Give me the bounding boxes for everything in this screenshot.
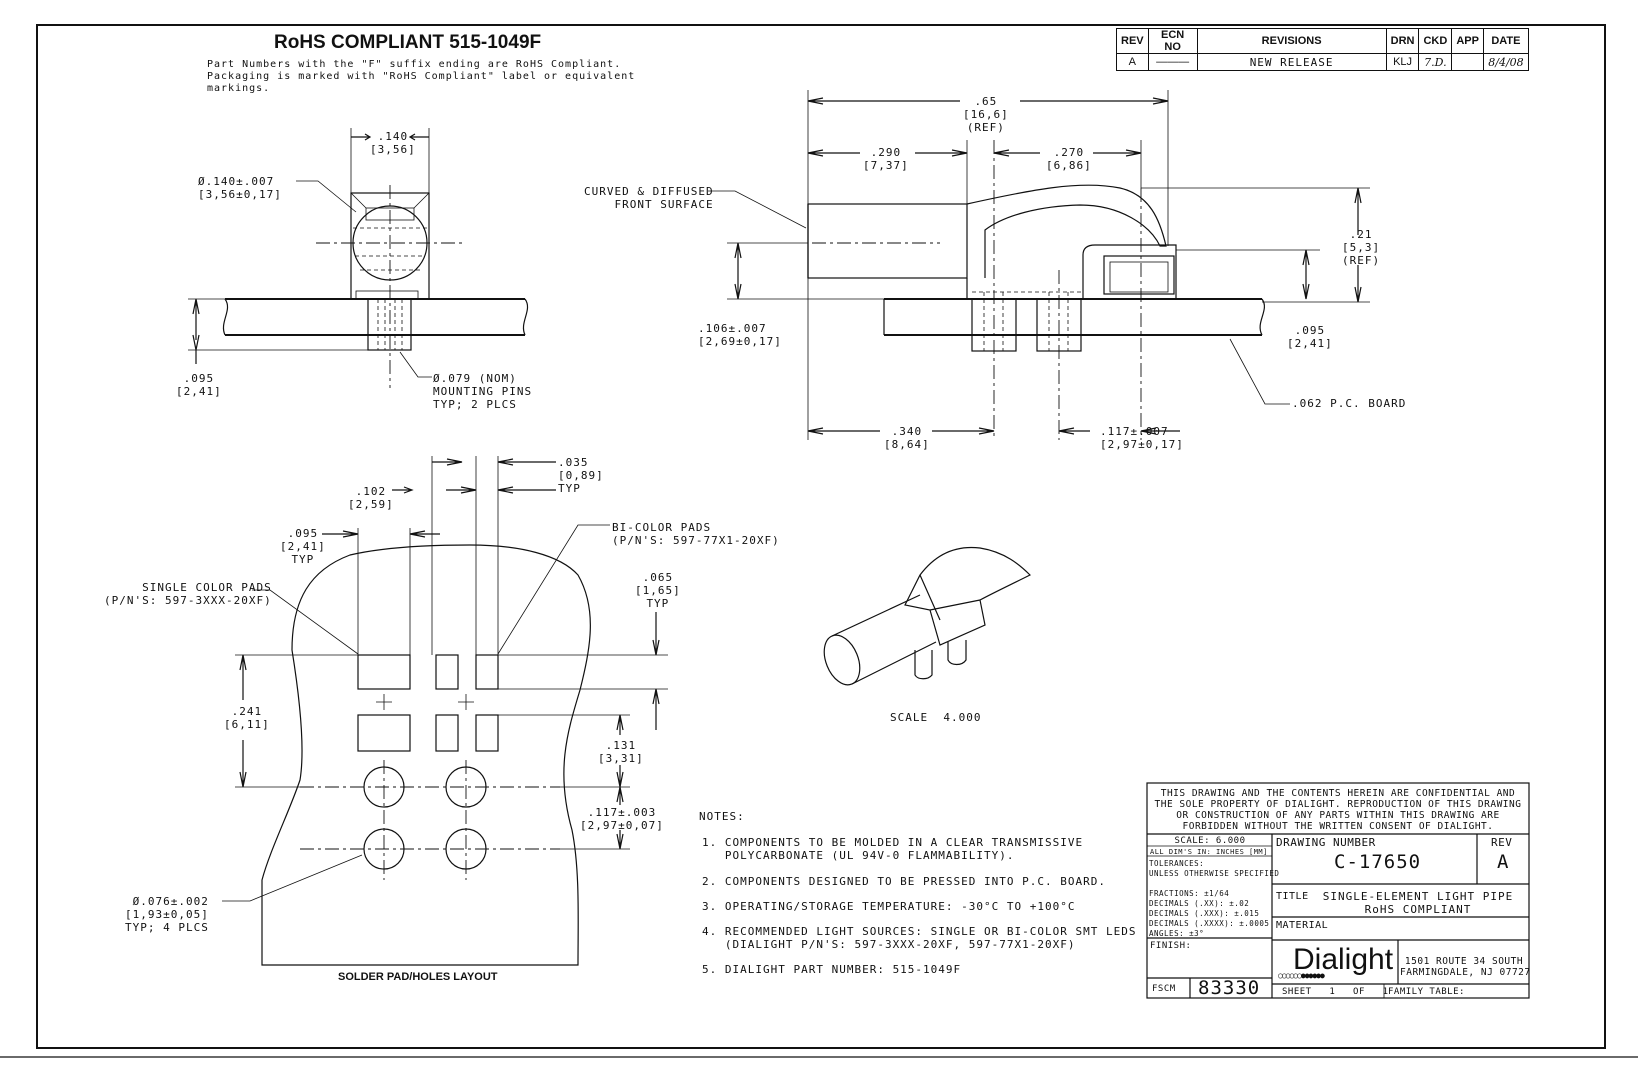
- app-cell: [1451, 53, 1484, 71]
- pc-board-label: .062 P.C. BOARD: [1292, 397, 1407, 410]
- iso-scale-label: SCALE 4.000: [890, 711, 982, 724]
- rev-cell: A: [1116, 53, 1149, 71]
- title-label: TITLE: [1276, 891, 1309, 902]
- logo-dots: ○○○○○○●●●●●●: [1278, 971, 1325, 980]
- single-color-pads-label: SINGLE COLOR PADS (P/N'S: 597-3XXX-20XF): [104, 581, 272, 607]
- dim-131: .131 [3,31]: [598, 739, 644, 765]
- scale-cell: SCALE: 6.000: [1174, 836, 1246, 846]
- revision-row: A ——— NEW RELEASE KLJ 7.D. 8/4/08: [1116, 53, 1529, 71]
- front-view-drawing: [188, 128, 529, 388]
- dim-117-pad: .117±.003 [2,97±0,07]: [580, 806, 664, 832]
- dim-102: .102 [2,59]: [348, 485, 394, 511]
- note-5: 5. DIALIGHT PART NUMBER: 515-1049F: [702, 963, 962, 976]
- dim-065: .065 [1,65] TYP: [635, 571, 681, 610]
- drn-cell: KLJ: [1385, 53, 1420, 71]
- side-dim-095: .095 [2,41]: [1287, 324, 1333, 350]
- fscm-number: 83330: [1198, 977, 1261, 999]
- ecn-cell: ———: [1147, 53, 1198, 71]
- material-label: MATERIAL: [1276, 920, 1329, 931]
- dim-290: .290 [7,37]: [863, 146, 909, 172]
- hole-dim-label: Ø.076±.002 [1,93±0,05] TYP; 4 PLCS: [125, 895, 209, 934]
- drawing-frame: [36, 24, 1606, 1049]
- date-cell: 8/4/08: [1482, 53, 1529, 71]
- pad-dim-095: .095 [2,41] TYP: [280, 527, 326, 566]
- sheet-cell: SHEET 1 OF 1: [1282, 987, 1389, 997]
- notes-heading: NOTES:: [699, 810, 745, 823]
- app-col-header: APP: [1451, 28, 1484, 54]
- fscm-label: FSCM: [1152, 984, 1176, 994]
- drawing-number-label: DRAWING NUMBER: [1276, 836, 1376, 849]
- date-col-header: DATE: [1482, 28, 1529, 54]
- drawing-number: C-17650: [1334, 851, 1422, 873]
- revision-header-row: REV ECN NO REVISIONS DRN CKD APP DATE: [1116, 28, 1529, 54]
- note-2: 2. COMPONENTS DESIGNED TO BE PRESSED INT…: [702, 875, 1106, 888]
- confidential-statement: THIS DRAWING AND THE CONTENTS HEREIN ARE…: [1154, 788, 1522, 832]
- rohs-note: Part Numbers with the "F" suffix ending …: [207, 59, 636, 94]
- note-4: 4. RECOMMENDED LIGHT SOURCES: SINGLE OR …: [702, 925, 1137, 951]
- overall-length-dim: .65 [16,6] (REF): [963, 95, 1009, 134]
- drawing-heading: RoHS COMPLIANT 515-1049F: [274, 32, 542, 53]
- dialight-logo: Dialight: [1293, 943, 1394, 976]
- drawing-title: SINGLE-ELEMENT LIGHT PIPE RoHS COMPLIANT: [1322, 890, 1514, 916]
- revisions-col-header: REVISIONS: [1196, 28, 1387, 54]
- note-3: 3. OPERATING/STORAGE TEMPERATURE: -30°C …: [702, 900, 1076, 913]
- finish-label: FINISH:: [1150, 941, 1192, 951]
- pad-layout-drawing: [222, 456, 668, 966]
- tolerances-cell: TOLERANCES: UNLESS OTHERWISE SPECIFIED F…: [1149, 859, 1280, 938]
- dim-241: .241 [6,11]: [224, 705, 270, 731]
- revision-table: REV ECN NO REVISIONS DRN CKD APP DATE A …: [1116, 28, 1529, 71]
- rev-col-header: REV: [1116, 28, 1149, 54]
- rev-label: REV: [1491, 836, 1513, 849]
- front-offset-dim: .095 [2,41]: [176, 372, 222, 398]
- side-dim-117: .117±.007 [2,97±0,17]: [1100, 425, 1184, 451]
- title-block-lines: [1146, 782, 1530, 999]
- ecn-col-header: ECN NO: [1147, 28, 1198, 54]
- mounting-pins-label: Ø.079 (NOM) MOUNTING PINS TYP; 2 PLCS: [433, 372, 533, 411]
- note-1: 1. COMPONENTS TO BE MOLDED IN A CLEAR TR…: [702, 836, 1084, 862]
- family-table-cell: FAMILY TABLE:: [1388, 987, 1465, 997]
- bicolor-pads-label: BI-COLOR PADS (P/N'S: 597-77X1-20XF): [612, 521, 780, 547]
- units-cell: ALL DIM'S IN: INCHES [MM]: [1150, 848, 1268, 856]
- dim-035: .035 [0,89] TYP: [558, 456, 604, 495]
- front-dia-dim: Ø.140±.007 [3,56±0,17]: [198, 175, 282, 201]
- revision-desc-cell: NEW RELEASE: [1196, 53, 1387, 71]
- dim-21: .21 [5,3] (REF): [1342, 228, 1381, 267]
- ckd-col-header: CKD: [1418, 28, 1453, 54]
- iso-view-drawing: [823, 546, 1032, 686]
- pad-layout-caption: SOLDER PAD/HOLES LAYOUT: [338, 971, 498, 983]
- dim-340: .340 [8,64]: [884, 425, 930, 451]
- front-width-dim: .140 [3,56]: [370, 130, 416, 156]
- side-view-drawing: [708, 90, 1370, 440]
- rev-value: A: [1497, 851, 1510, 873]
- dim-270: .270 [6,86]: [1046, 146, 1092, 172]
- front-surface-label: CURVED & DIFFUSED FRONT SURFACE: [584, 185, 714, 211]
- dim-106: .106±.007 [2,69±0,17]: [698, 322, 782, 348]
- drn-col-header: DRN: [1385, 28, 1420, 54]
- company-address: 1501 ROUTE 34 SOUTH FARMINGDALE, NJ 0772…: [1400, 956, 1531, 978]
- ckd-cell: 7.D.: [1418, 53, 1453, 71]
